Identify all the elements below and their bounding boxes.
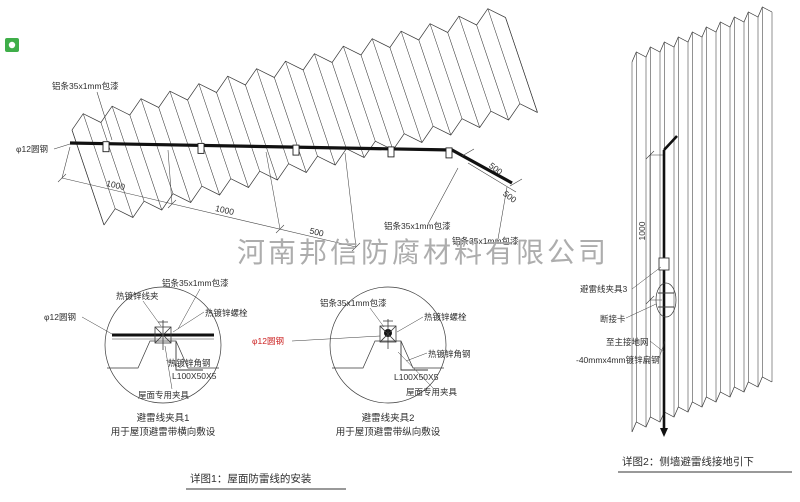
wall-clamp-3 [658,257,670,271]
roof-rib-lines [71,8,538,226]
label-disconnect-card: 断接卡 [600,314,626,324]
detail-2-angle-steel [400,341,428,371]
roof-dimension-chain [57,146,361,252]
label-d1-alu-strip: 铝条35x1mm包漆 [162,278,229,288]
roof-side-edges [71,17,538,226]
dim-line [61,177,357,248]
detail-1-boundary [104,286,222,404]
footer-caption-detail1: 详图1：屋面防雷线的安装 [190,472,312,485]
detail-1-caption-sub: 用于屋顶避雷带横向敷设 [111,426,216,438]
disconnect-plates [658,292,674,308]
footer-caption-detail2: 详图2：侧墙避雷线接地引下 [622,455,754,468]
logo-badge-icon [5,38,19,52]
label-d1-wire-clip: 热镀锌线夹 [116,291,159,301]
detail-2-boundary [329,286,447,404]
wall-dim [645,150,663,305]
wall-rib-lines [631,7,773,432]
detail-circle-1 [81,286,222,404]
dim-1000-b: 1000 [214,203,235,217]
roof-leader-lines [53,91,508,240]
detail-2-leaders [291,307,434,389]
ground-arrow [660,428,668,437]
dim-500-a: 500 [309,226,325,239]
detail-2-caption-title: 避雷线夹具2 [362,412,415,424]
label-alu-strip-top: 铝条35x1mm包漆 [52,81,119,91]
label-round-steel-main: φ12圆钢 [16,144,48,154]
dim-1000-a: 1000 [105,178,126,192]
detail-1-clamp [154,320,172,350]
detail-2-caption-sub: 用于屋顶避雷带纵向敷设 [336,426,441,438]
wall-side-view [625,6,773,437]
roof-isometric-view: 1000 1000 500 500 500 [53,8,538,252]
label-d1-round-steel: φ12圆钢 [44,312,76,322]
label-d1-roof-clamp: 屋面专用夹具 [138,390,190,400]
wall-dim-1000: 1000 [637,221,647,240]
dim-500-slope2: 500 [501,188,519,205]
label-d2-angle-spec: L100X50X5 [394,372,439,382]
company-watermark: 河南邦信防腐材料有限公司 [237,237,609,269]
label-d1-bolt: 热镀锌螺栓 [205,308,248,318]
dim-extension-lines [61,146,357,248]
label-d1-angle-spec: L100X50X5 [172,371,217,381]
detail-1-caption-title: 避雷线夹具1 [137,412,190,424]
label-d1-angle-steel: 热镀锌角钢 [168,358,211,368]
label-d2-angle-steel: 热镀锌角钢 [428,349,471,359]
label-d2-roof-clamp: 屋面专用夹具 [406,387,458,397]
label-d2-alu-strip: 铝条35x1mm包漆 [320,298,387,308]
detail-1-angle-steel [175,341,203,371]
detail-2-clamp [379,319,397,349]
label-flat-steel: -40mmx4mm镀锌扁钢 [576,355,660,365]
dim-ticks [57,173,361,252]
detail-circle-2 [291,286,447,404]
label-d2-bolt: 热镀锌螺栓 [424,312,467,322]
label-d2-round-steel: φ12圆钢 [252,336,284,346]
wall-leaders [625,266,666,359]
dim-500-slope1: 500 [487,160,505,177]
slope-dim-line [461,148,523,193]
roof-corrugation-top-edge [71,8,506,131]
label-alu-strip-right: 铝条35x1mm包漆 [452,236,519,246]
label-to-ground: 至主接地网 [606,337,649,347]
down-conductor-wire [662,135,678,430]
label-alu-strip-mid: 铝条35x1mm包漆 [384,221,451,231]
detail-1-leaders [81,288,205,390]
label-wall-clamp3: 避雷线夹具3 [580,284,628,294]
wire-clamps [102,141,453,159]
